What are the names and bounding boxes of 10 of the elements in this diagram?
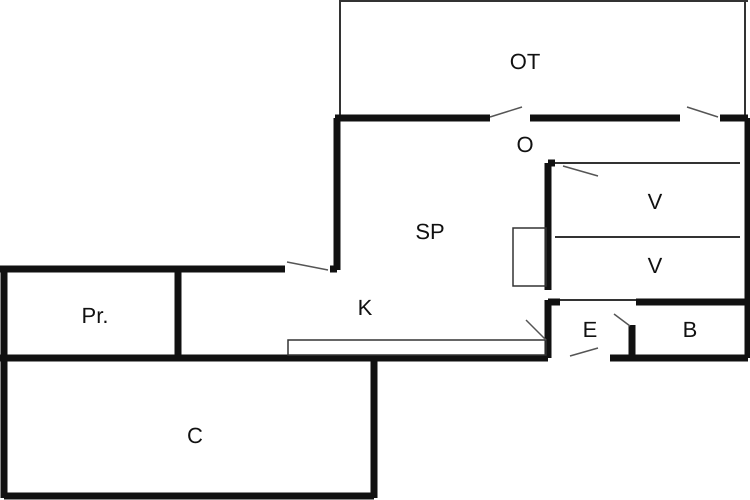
room-label: OT (510, 49, 540, 75)
room-label: V (648, 253, 662, 279)
room-label: Pr. (82, 303, 108, 329)
room-label: E (582, 317, 598, 343)
room-label: V (648, 189, 662, 215)
room-label: B (682, 317, 698, 343)
room-label: SP (415, 219, 445, 245)
room-label: O (516, 132, 534, 158)
room-label: C (187, 423, 203, 449)
room-label: K (358, 295, 372, 321)
